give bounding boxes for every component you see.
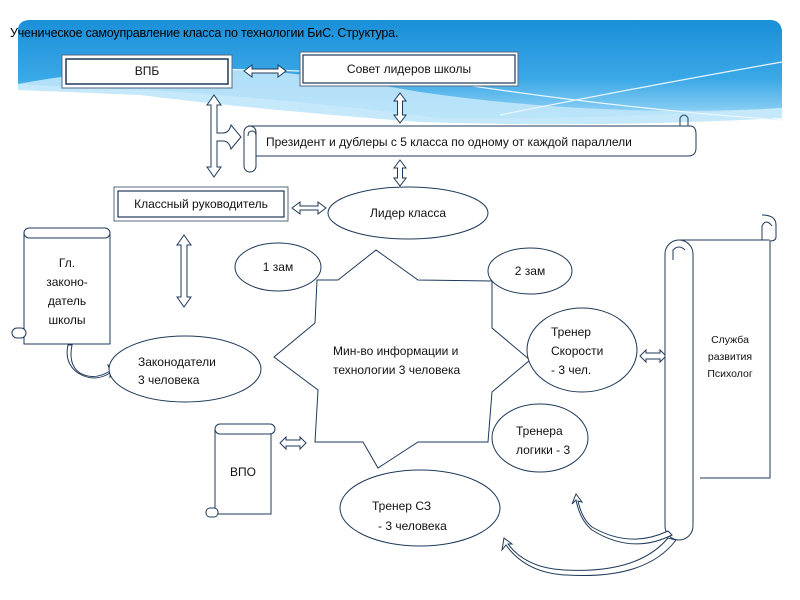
school-leaders-council-label: Совет лидеров школы [346, 62, 472, 76]
curved-arrow-service-sz [501, 537, 677, 577]
president-label: Президент и дублеры с 5 класса по одному… [266, 135, 632, 149]
ministry-label: Мин-во информации и технологии 3 человек… [333, 342, 460, 380]
class-teacher-label: Классный руководитель [134, 197, 268, 211]
development-service-line-3: Психолог [707, 368, 753, 380]
chief-legislator-scroll [11, 227, 111, 345]
sz-trainer-line-1: Тренер СЗ [372, 499, 432, 513]
legislators-label: Законодатели 3 человека [138, 353, 216, 389]
logic-trainer-line-2: логики - 3 [516, 443, 571, 457]
speed-trainer-line-2: Скорости [551, 344, 604, 358]
school-leaders-council-box [299, 51, 519, 87]
chief-legislator-line-2: законо- [46, 275, 88, 289]
header-wave-line-2 [499, 61, 783, 116]
chief-legislator-label: Гл. законо- датель школы [24, 254, 110, 330]
logic-trainer-label: Тренера логики - 3 [516, 422, 570, 460]
development-service-line-1: Служба [711, 334, 749, 346]
development-service-scroll [664, 214, 777, 541]
double-arrow-speed-service [639, 348, 667, 364]
legislators-ellipse [108, 335, 262, 403]
ministry-line-1: Мин-во информации и [333, 344, 459, 358]
slide-title: Ученическое самоуправление класса по тех… [10, 26, 399, 40]
double-arrow-teacher-legislators [176, 234, 192, 308]
speed-trainer-label: Тренер Скорости - 3 чел. [551, 323, 603, 380]
vpb-box [61, 54, 233, 89]
ministry-line-2: технологии 3 человека [333, 363, 461, 377]
branch-arrow-vpb-president-teacher [206, 94, 242, 178]
development-service-label: Служба развития Психолог [690, 332, 770, 383]
deputy-1-ellipse [234, 242, 322, 292]
logic-trainer-line-1: Тренера [516, 424, 563, 438]
speed-trainer-line-1: Тренер [551, 325, 591, 339]
legislators-line-2: 3 человека [138, 373, 200, 387]
speed-trainer-line-3: - 3 чел. [551, 363, 592, 377]
chief-legislator-line-4: школы [48, 313, 86, 327]
deputy-2-label: 2 зам [514, 264, 546, 278]
legislators-line-1: Законодатели [138, 355, 216, 369]
logic-trainer-ellipse [491, 403, 589, 473]
sz-trainer-ellipse [339, 469, 501, 547]
double-arrow-president-leader [393, 159, 407, 187]
president-scroll [243, 114, 697, 173]
double-arrow-vpo-ministry [279, 435, 307, 451]
class-teacher-box [113, 186, 289, 222]
vpo-label: ВПО [230, 465, 256, 479]
class-leader-label: Лидер класса [370, 206, 446, 220]
double-arrow-teacher-leader [291, 201, 327, 215]
vpb-label: ВПБ [134, 64, 160, 78]
deputy-2-ellipse [487, 247, 573, 295]
speed-trainer-ellipse [526, 307, 638, 393]
sz-trainer-line-2: - 3 человека [378, 519, 447, 533]
class-leader-ellipse [327, 186, 489, 240]
sz-trainer-label: Тренер СЗ - 3 человека [372, 496, 447, 536]
double-arrow-vpb-council [243, 64, 287, 78]
curved-arrow-chief-legislators [66, 344, 117, 379]
deputy-1-label: 1 зам [262, 260, 294, 274]
ministry-star [273, 249, 531, 469]
double-arrow-council-president [393, 92, 407, 124]
curved-arrow-service-logic [571, 492, 673, 545]
chief-legislator-line-3: датель [47, 294, 87, 308]
development-service-line-2: развития [707, 351, 753, 363]
chief-legislator-line-1: Гл. [58, 256, 76, 270]
vpo-scroll [205, 423, 276, 518]
